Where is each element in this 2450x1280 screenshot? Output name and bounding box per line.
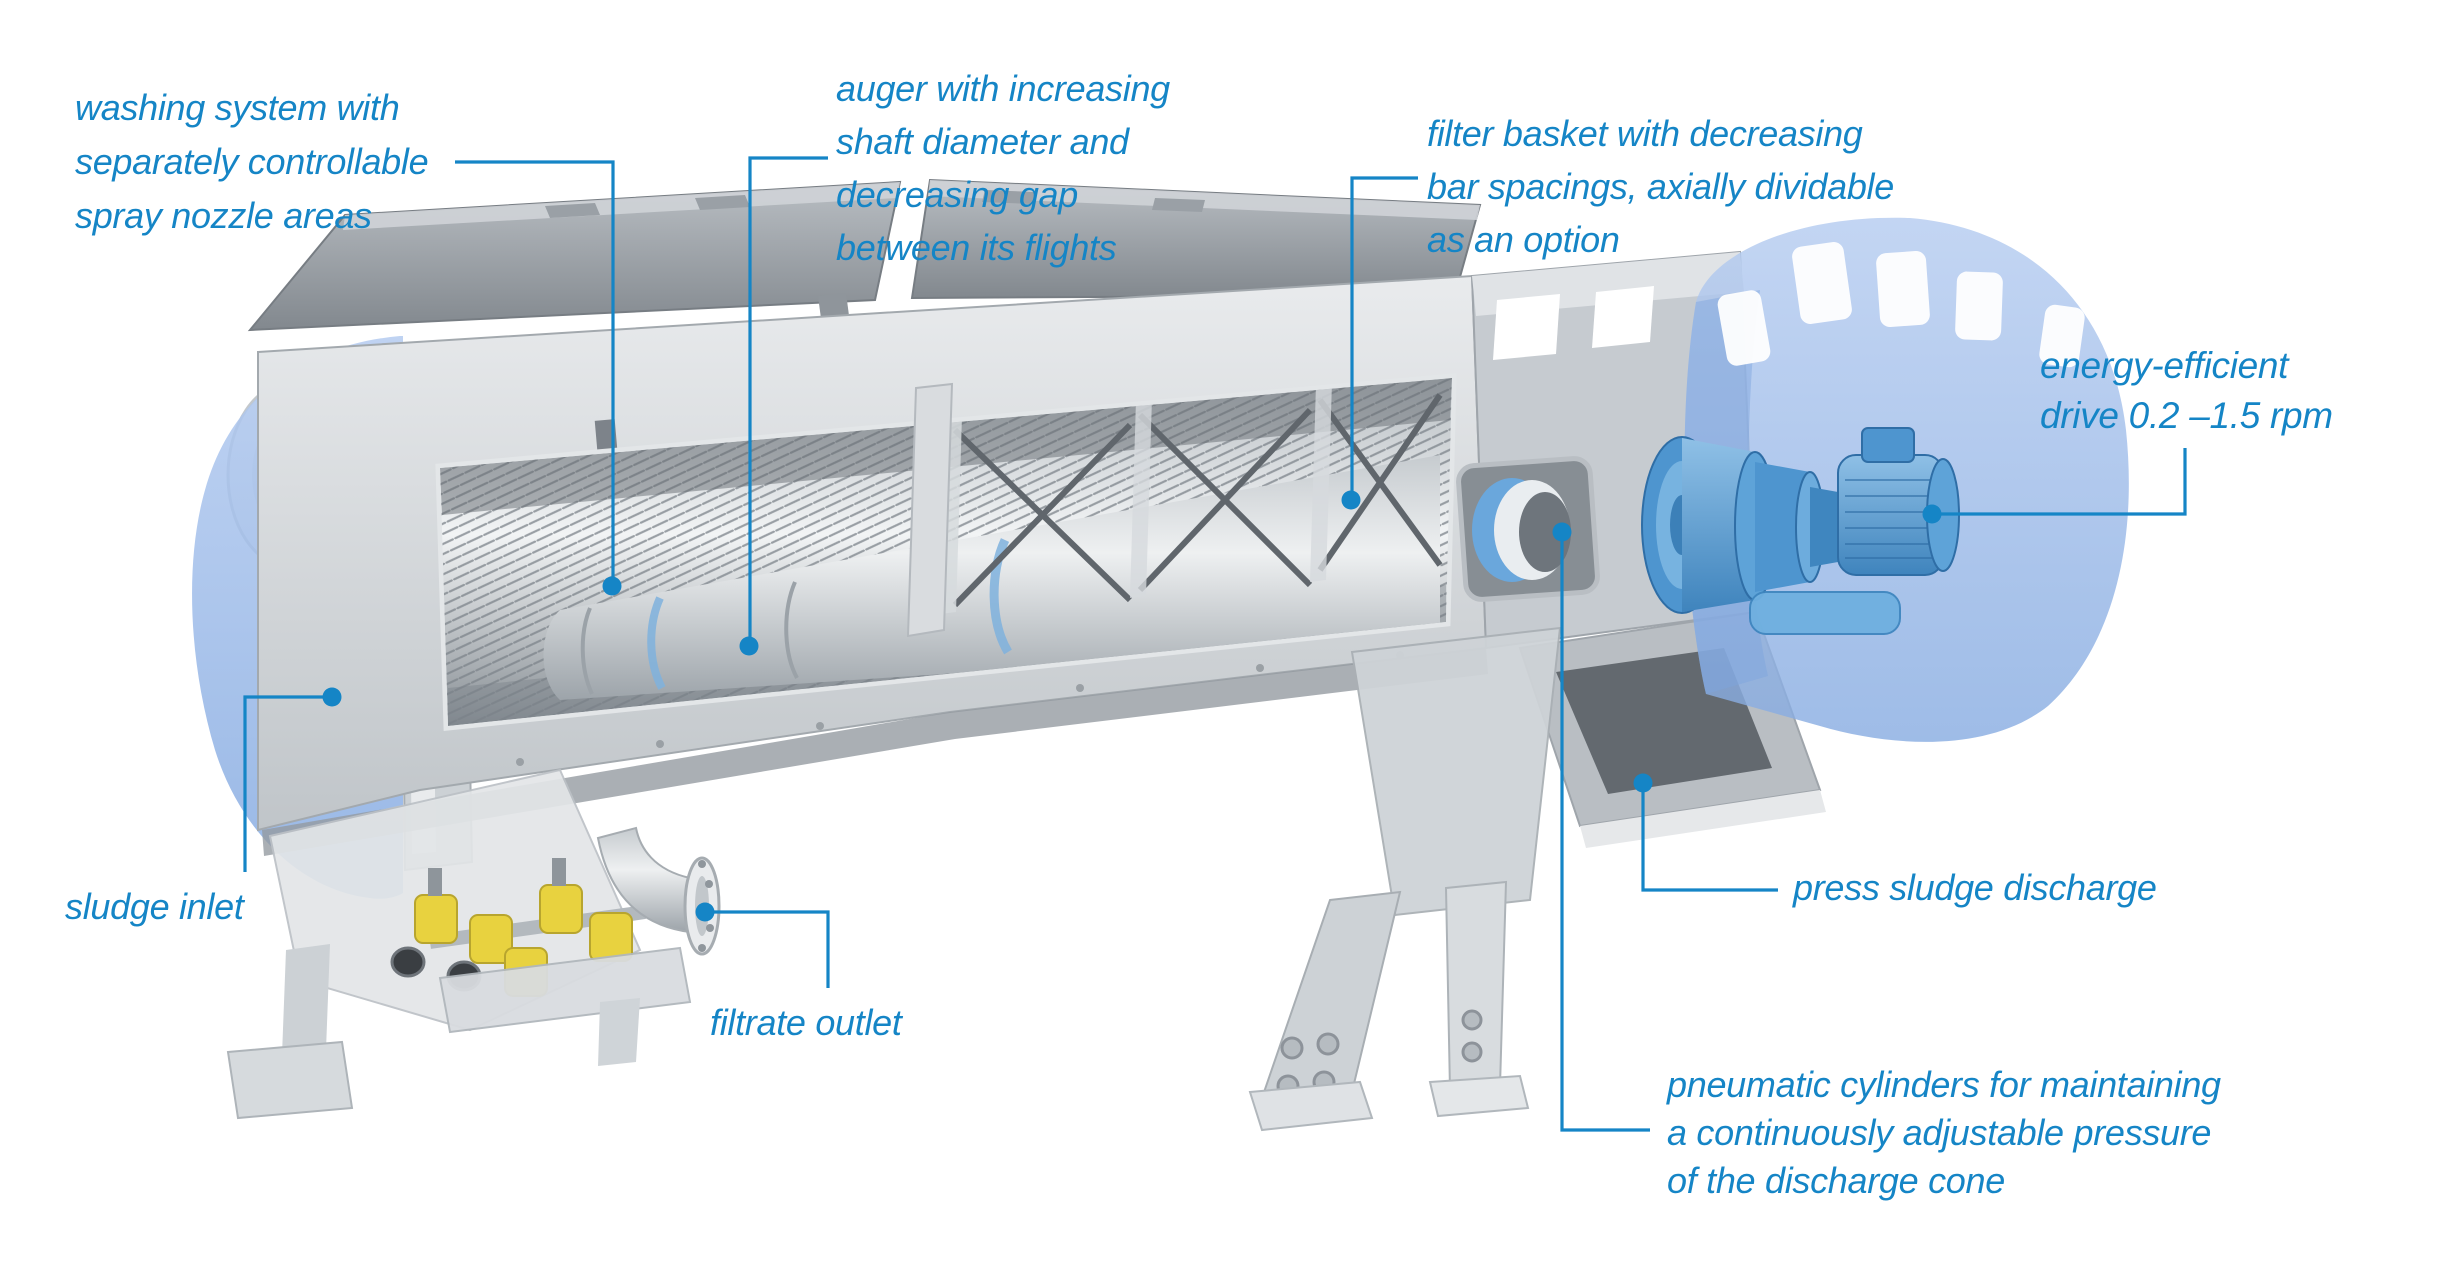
label-line: auger with increasing <box>836 68 1170 109</box>
foot-plate <box>1428 1074 1530 1118</box>
basket-braces <box>952 393 1443 608</box>
label-press-sludge-discharge: press sludge discharge <box>1793 862 2157 914</box>
label-washing-system: washing system with separately controlla… <box>75 81 429 243</box>
label-line: of the discharge cone <box>1667 1160 2005 1201</box>
label-line: filtrate outlet <box>710 1002 902 1043</box>
label-line: sludge inlet <box>65 886 244 927</box>
label-line: energy-efficient <box>2040 345 2289 386</box>
cover-tab <box>1152 198 1205 212</box>
label-line: pneumatic cylinders for maintaining <box>1667 1064 2221 1105</box>
label-line: between its flights <box>836 227 1117 268</box>
label-line: washing system with <box>75 87 400 128</box>
foot-plate <box>1248 1080 1374 1132</box>
leader-pneumatic <box>1560 532 1650 1132</box>
label-pneumatic-cylinders: pneumatic cylinders for maintaining a co… <box>1667 1061 2221 1205</box>
label-auger: auger with increasing shaft diameter and… <box>836 62 1170 274</box>
spray-valves <box>390 858 692 1066</box>
label-line: a continuously adjustable pressure <box>1667 1112 2212 1153</box>
top-covers <box>247 178 1482 341</box>
label-line: filter basket with decreasing <box>1427 113 1863 154</box>
tower-window <box>1493 294 1560 360</box>
leader-lines <box>243 156 2187 1132</box>
tower-window <box>1592 286 1654 348</box>
mid-post <box>906 382 954 638</box>
leader-dot-washing-system <box>602 576 622 596</box>
cover-tab <box>695 195 750 210</box>
leader-auger <box>748 156 828 646</box>
label-line: decreasing gap <box>836 174 1078 215</box>
leader-dot-pneumatic <box>1552 522 1572 542</box>
leader-dot-filtrate-outlet <box>695 902 715 922</box>
hood-vent <box>1717 290 1771 366</box>
hood-vent <box>2039 304 2085 368</box>
cover-tab <box>982 190 1035 204</box>
hood-vent <box>1792 242 1852 324</box>
foot-plate <box>226 1040 354 1120</box>
leader-dot-press-discharge <box>1633 773 1653 793</box>
leader-filter-basket <box>1350 176 1418 500</box>
label-line: press sludge discharge <box>1793 867 2157 908</box>
label-filter-basket: filter basket with decreasing bar spacin… <box>1427 107 1894 266</box>
drive-assembly <box>1641 427 1960 635</box>
leader-sludge-inlet <box>243 695 332 872</box>
label-line: separately controllable <box>75 141 429 182</box>
leader-dot-drive <box>1922 504 1942 524</box>
leader-dot-filter-basket <box>1341 490 1361 510</box>
pneumatic-cylinder <box>1749 591 1901 635</box>
leader-washing-system <box>455 160 615 586</box>
hood-vent <box>1876 251 1930 327</box>
label-line: as an option <box>1427 219 1620 260</box>
leader-dot-auger <box>739 636 759 656</box>
support-legs-right <box>1248 626 1562 1132</box>
label-line: bar spacings, axially dividable <box>1427 166 1894 207</box>
label-line: shaft diameter and <box>836 121 1129 162</box>
label-line: drive 0.2 –1.5 rpm <box>2040 395 2333 436</box>
label-drive: energy-efficient drive 0.2 –1.5 rpm <box>2040 341 2333 441</box>
hood-vent <box>1955 271 2003 341</box>
label-filtrate-outlet: filtrate outlet <box>710 997 902 1049</box>
label-sludge-inlet: sludge inlet <box>65 881 244 933</box>
label-line: spray nozzle areas <box>75 195 372 236</box>
leader-dot-sludge-inlet <box>322 687 342 707</box>
leader-press-discharge <box>1641 783 1778 892</box>
support-leg <box>1260 890 1402 1100</box>
leader-filtrate-outlet <box>705 910 830 988</box>
cover-tab <box>545 203 600 218</box>
leader-drive <box>1932 448 2187 516</box>
auger-shaft <box>543 455 1440 700</box>
discharge-cone <box>1472 478 1571 582</box>
